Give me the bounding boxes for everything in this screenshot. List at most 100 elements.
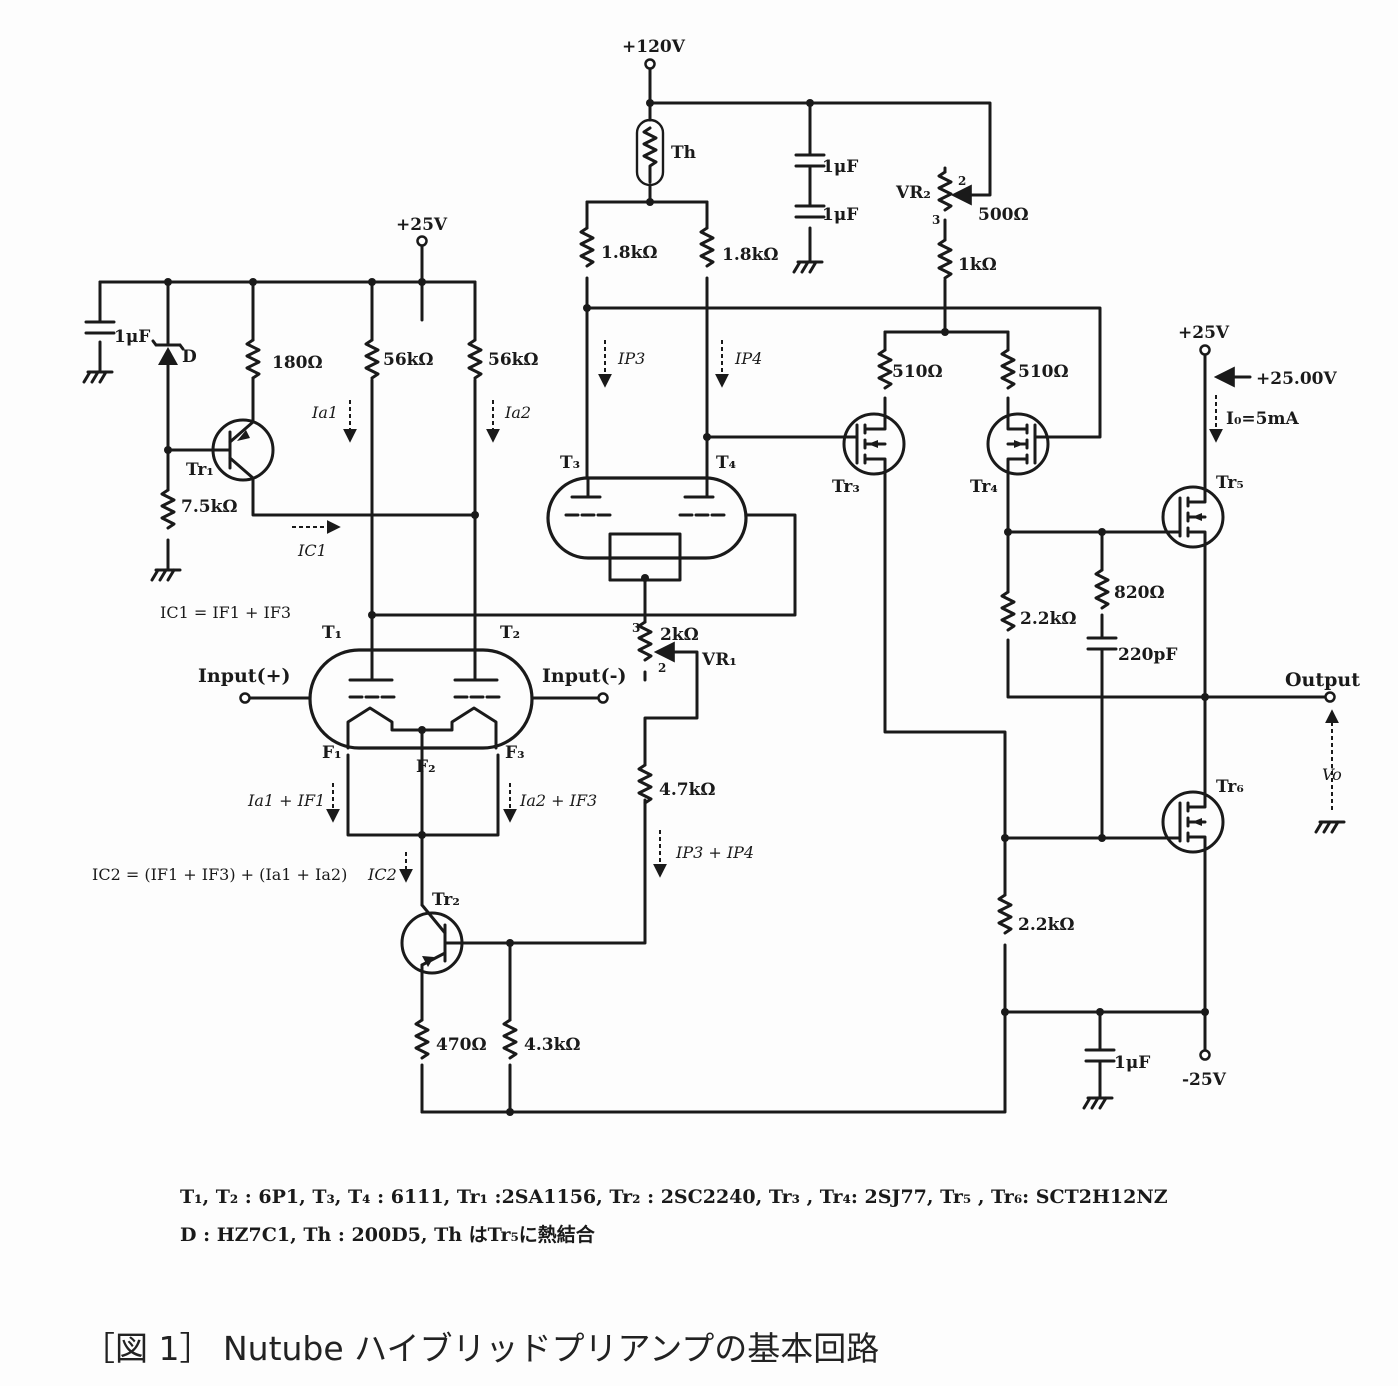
tube-t1-t2 <box>308 648 534 750</box>
label-tr3: Tr₃ <box>832 477 860 497</box>
plus120-terminal <box>644 58 656 70</box>
label-input-plus: Input(+) <box>198 665 290 687</box>
terminals <box>239 58 1336 1061</box>
label-vr2-pin2: 2 <box>958 174 966 188</box>
label-ia1: Ia1 <box>311 403 338 422</box>
label-ia2: Ia2 <box>504 403 531 422</box>
label-r-75k: 7.5kΩ <box>181 497 238 517</box>
r-43k <box>502 1018 518 1060</box>
r-470 <box>414 1018 430 1060</box>
minus25-terminal <box>1199 1049 1211 1061</box>
label-r-18k-left: 1.8kΩ <box>601 243 658 263</box>
input-minus-terminal[interactable] <box>597 692 609 704</box>
mosfet-tr6 <box>1161 790 1225 854</box>
zener-diode-d <box>151 339 185 365</box>
tube-t3-t4 <box>546 476 748 560</box>
r-510-right <box>1000 348 1016 390</box>
r-18k-left <box>579 226 595 268</box>
current-arrows <box>292 340 1339 883</box>
label-r-43k: 4.3kΩ <box>524 1035 581 1055</box>
r-820 <box>1094 568 1110 610</box>
label-r-22k-bottom: 2.2kΩ <box>1018 915 1075 935</box>
label-t3: T₃ <box>560 453 580 473</box>
label-ia1-if1: Ia1 + IF1 <box>247 791 325 810</box>
bjt-tr2 <box>400 903 464 975</box>
resistors <box>160 170 1110 1060</box>
junctions <box>164 99 1209 1116</box>
label-r-22k-top: 2.2kΩ <box>1020 609 1077 629</box>
label-ip4: IP4 <box>734 349 762 368</box>
label-tr5: Tr₅ <box>1216 473 1244 493</box>
plus25-left-terminal <box>416 235 428 247</box>
mosfet-tr4 <box>986 412 1050 476</box>
label-r-820: 820Ω <box>1114 583 1165 603</box>
grounds <box>82 260 1346 1110</box>
label-d: D <box>182 347 197 367</box>
equation-ic1: IC1 = IF1 + IF3 <box>160 603 291 622</box>
r-510-left <box>877 348 893 390</box>
label-plus25-right: +25V <box>1178 323 1230 343</box>
label-vr1-pin3: 3 <box>632 621 640 635</box>
label-vout-value: +25.00V <box>1256 369 1337 389</box>
label-c-top1: 1μF <box>822 157 858 177</box>
label-tr4: Tr₄ <box>970 477 998 497</box>
label-ia2-if3: Ia2 + IF3 <box>519 791 597 810</box>
label-r-510-right: 510Ω <box>1018 362 1069 382</box>
labels: +120V +25V +25V -25V Th 1μF 1μF VR₂ 2 3 … <box>92 37 1360 1090</box>
label-c-left: 1μF <box>114 327 150 347</box>
label-f2: F₂ <box>416 757 436 777</box>
input-plus-terminal[interactable] <box>239 692 251 704</box>
label-vr1: VR₁ <box>701 650 737 670</box>
label-vr1-value: 2kΩ <box>660 625 699 645</box>
label-c-220p: 220pF <box>1118 645 1177 665</box>
r-56k-left <box>364 338 380 380</box>
label-tr2: Tr₂ <box>432 890 460 910</box>
parts-list-line2: D : HZ7C1, Th : 200D5, Th はTr₅に熱結合 <box>180 1224 595 1246</box>
label-r-47k: 4.7kΩ <box>659 780 716 800</box>
figure-caption: ［図 1］ Nutube ハイブリッドプリアンプの基本回路 <box>82 1329 880 1368</box>
label-vr2-pin3: 3 <box>932 213 940 227</box>
r-22k-bottom <box>997 893 1013 935</box>
label-r-180: 180Ω <box>272 353 323 373</box>
r-180 <box>245 338 261 380</box>
r-47k <box>637 763 653 805</box>
mosfet-tr3 <box>842 412 906 476</box>
label-c-bottom: 1μF <box>1114 1053 1150 1073</box>
label-vr2: VR₂ <box>895 183 931 203</box>
label-tr6: Tr₆ <box>1216 777 1244 797</box>
label-vo: Vo <box>1322 765 1342 784</box>
vr1-resistor <box>637 620 653 662</box>
label-vr1-pin2: 2 <box>658 661 666 675</box>
plus25-right-terminal <box>1199 344 1211 356</box>
label-r-18k-right: 1.8kΩ <box>722 245 779 265</box>
bjt-tr1 <box>211 418 275 482</box>
r-18k-right <box>699 226 715 268</box>
label-plus120: +120V <box>622 37 686 57</box>
label-t2: T₂ <box>500 623 520 643</box>
r-22k-top <box>1000 590 1016 632</box>
label-io-current: I₀=5mA <box>1226 409 1299 429</box>
label-r-56k-right: 56kΩ <box>488 350 539 370</box>
capacitors <box>84 153 1118 1074</box>
r-1k <box>937 238 953 280</box>
wires <box>98 66 1327 1114</box>
r-56k-right <box>467 338 483 380</box>
label-t4: T₄ <box>716 453 736 473</box>
equation-ic2: IC2 = (IF1 + IF3) + (Ia1 + Ia2) <box>92 865 347 884</box>
label-output: Output <box>1285 669 1360 691</box>
label-f1: F₁ <box>322 743 342 763</box>
mosfet-tr5 <box>1161 485 1225 549</box>
parts-list-line1: T₁, T₂ : 6P1, T₃, T₄ : 6111, Tr₁ :2SA115… <box>180 1186 1168 1208</box>
label-plus25-left: +25V <box>396 215 448 235</box>
label-ip3: IP3 <box>617 349 645 368</box>
output-terminal[interactable] <box>1324 691 1336 703</box>
label-r-56k-left: 56kΩ <box>383 350 434 370</box>
label-minus25: -25V <box>1182 1070 1227 1090</box>
label-vr2-value: 500Ω <box>978 205 1029 225</box>
label-t1: T₁ <box>322 623 342 643</box>
label-ic1: IC1 <box>297 541 327 560</box>
label-ic2: IC2 <box>367 865 397 884</box>
label-f3: F₃ <box>505 743 525 763</box>
label-r-1k: 1kΩ <box>958 255 997 275</box>
